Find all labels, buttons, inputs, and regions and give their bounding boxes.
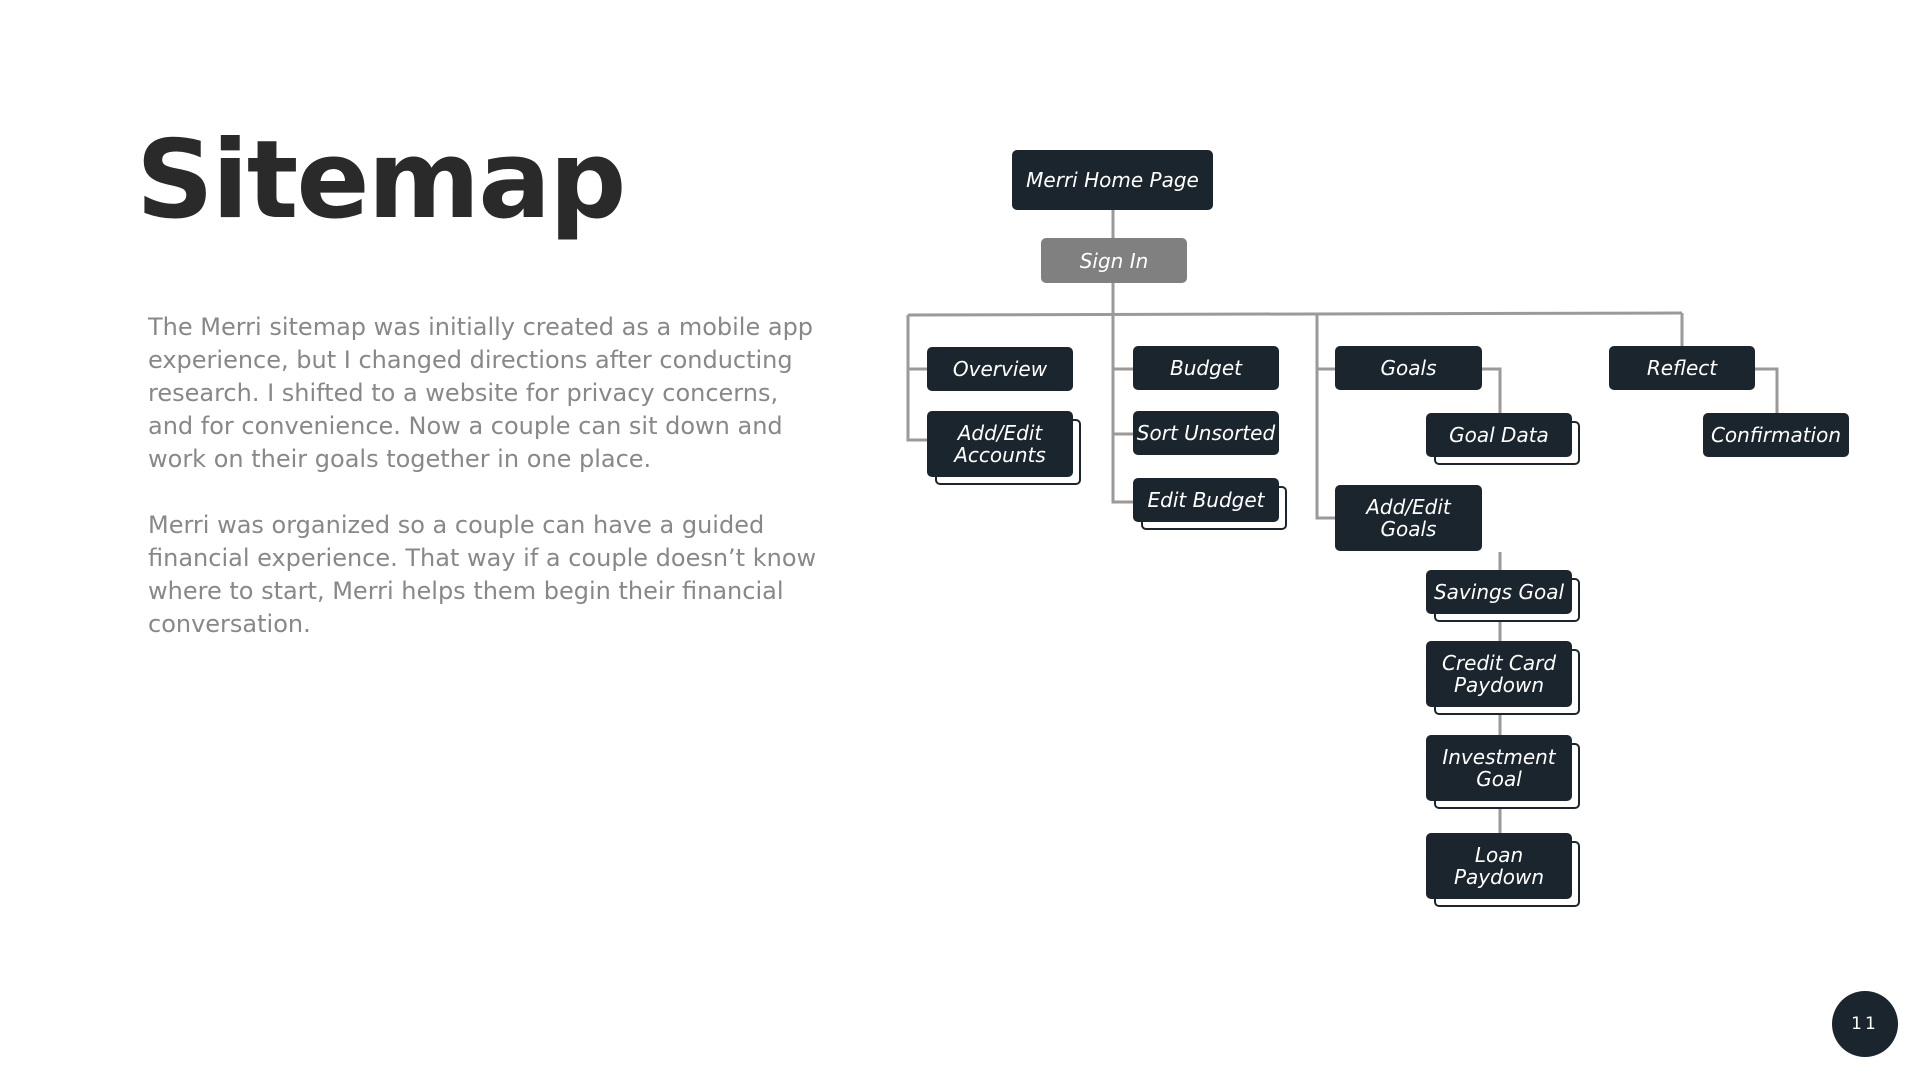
node-credit-card-paydown: Credit Card Paydown — [1426, 641, 1572, 707]
page-title: Sitemap — [136, 118, 626, 243]
node-merri-home-page: Merri Home Page — [1012, 150, 1213, 210]
node-goal-data: Goal Data — [1426, 413, 1572, 457]
node-add-edit-accounts: Add/Edit Accounts — [927, 411, 1073, 477]
node-loan-paydown: Loan Paydown — [1426, 833, 1572, 899]
node-investment-goal: Investment Goal — [1426, 735, 1572, 801]
node-savings-goal: Savings Goal — [1426, 570, 1572, 614]
node-overview: Overview — [927, 347, 1073, 391]
connector-goal-data — [1482, 367, 1502, 414]
node-reflect: Reflect — [1609, 346, 1755, 390]
connector-budget-branch — [1111, 315, 1134, 504]
page-number-badge: 11 — [1832, 991, 1898, 1057]
node-sign-in: Sign In — [1041, 238, 1187, 283]
connector-confirmation — [1755, 367, 1779, 414]
node-add-edit-goals: Add/Edit Goals — [1335, 485, 1482, 551]
node-confirmation: Confirmation — [1703, 413, 1849, 457]
connector-overview-branch — [906, 315, 928, 442]
node-goals: Goals — [1335, 346, 1482, 390]
intro-paragraph: The Merri sitemap was initially created … — [148, 313, 814, 473]
node-edit-budget: Edit Budget — [1133, 478, 1279, 522]
node-sort-unsorted: Sort Unsorted — [1133, 411, 1279, 455]
connector-main-bar — [907, 311, 1683, 317]
node-budget: Budget — [1133, 346, 1279, 390]
organization-paragraph: Merri was organized so a couple can have… — [148, 511, 817, 638]
connector-goals-branch — [1315, 315, 1336, 520]
